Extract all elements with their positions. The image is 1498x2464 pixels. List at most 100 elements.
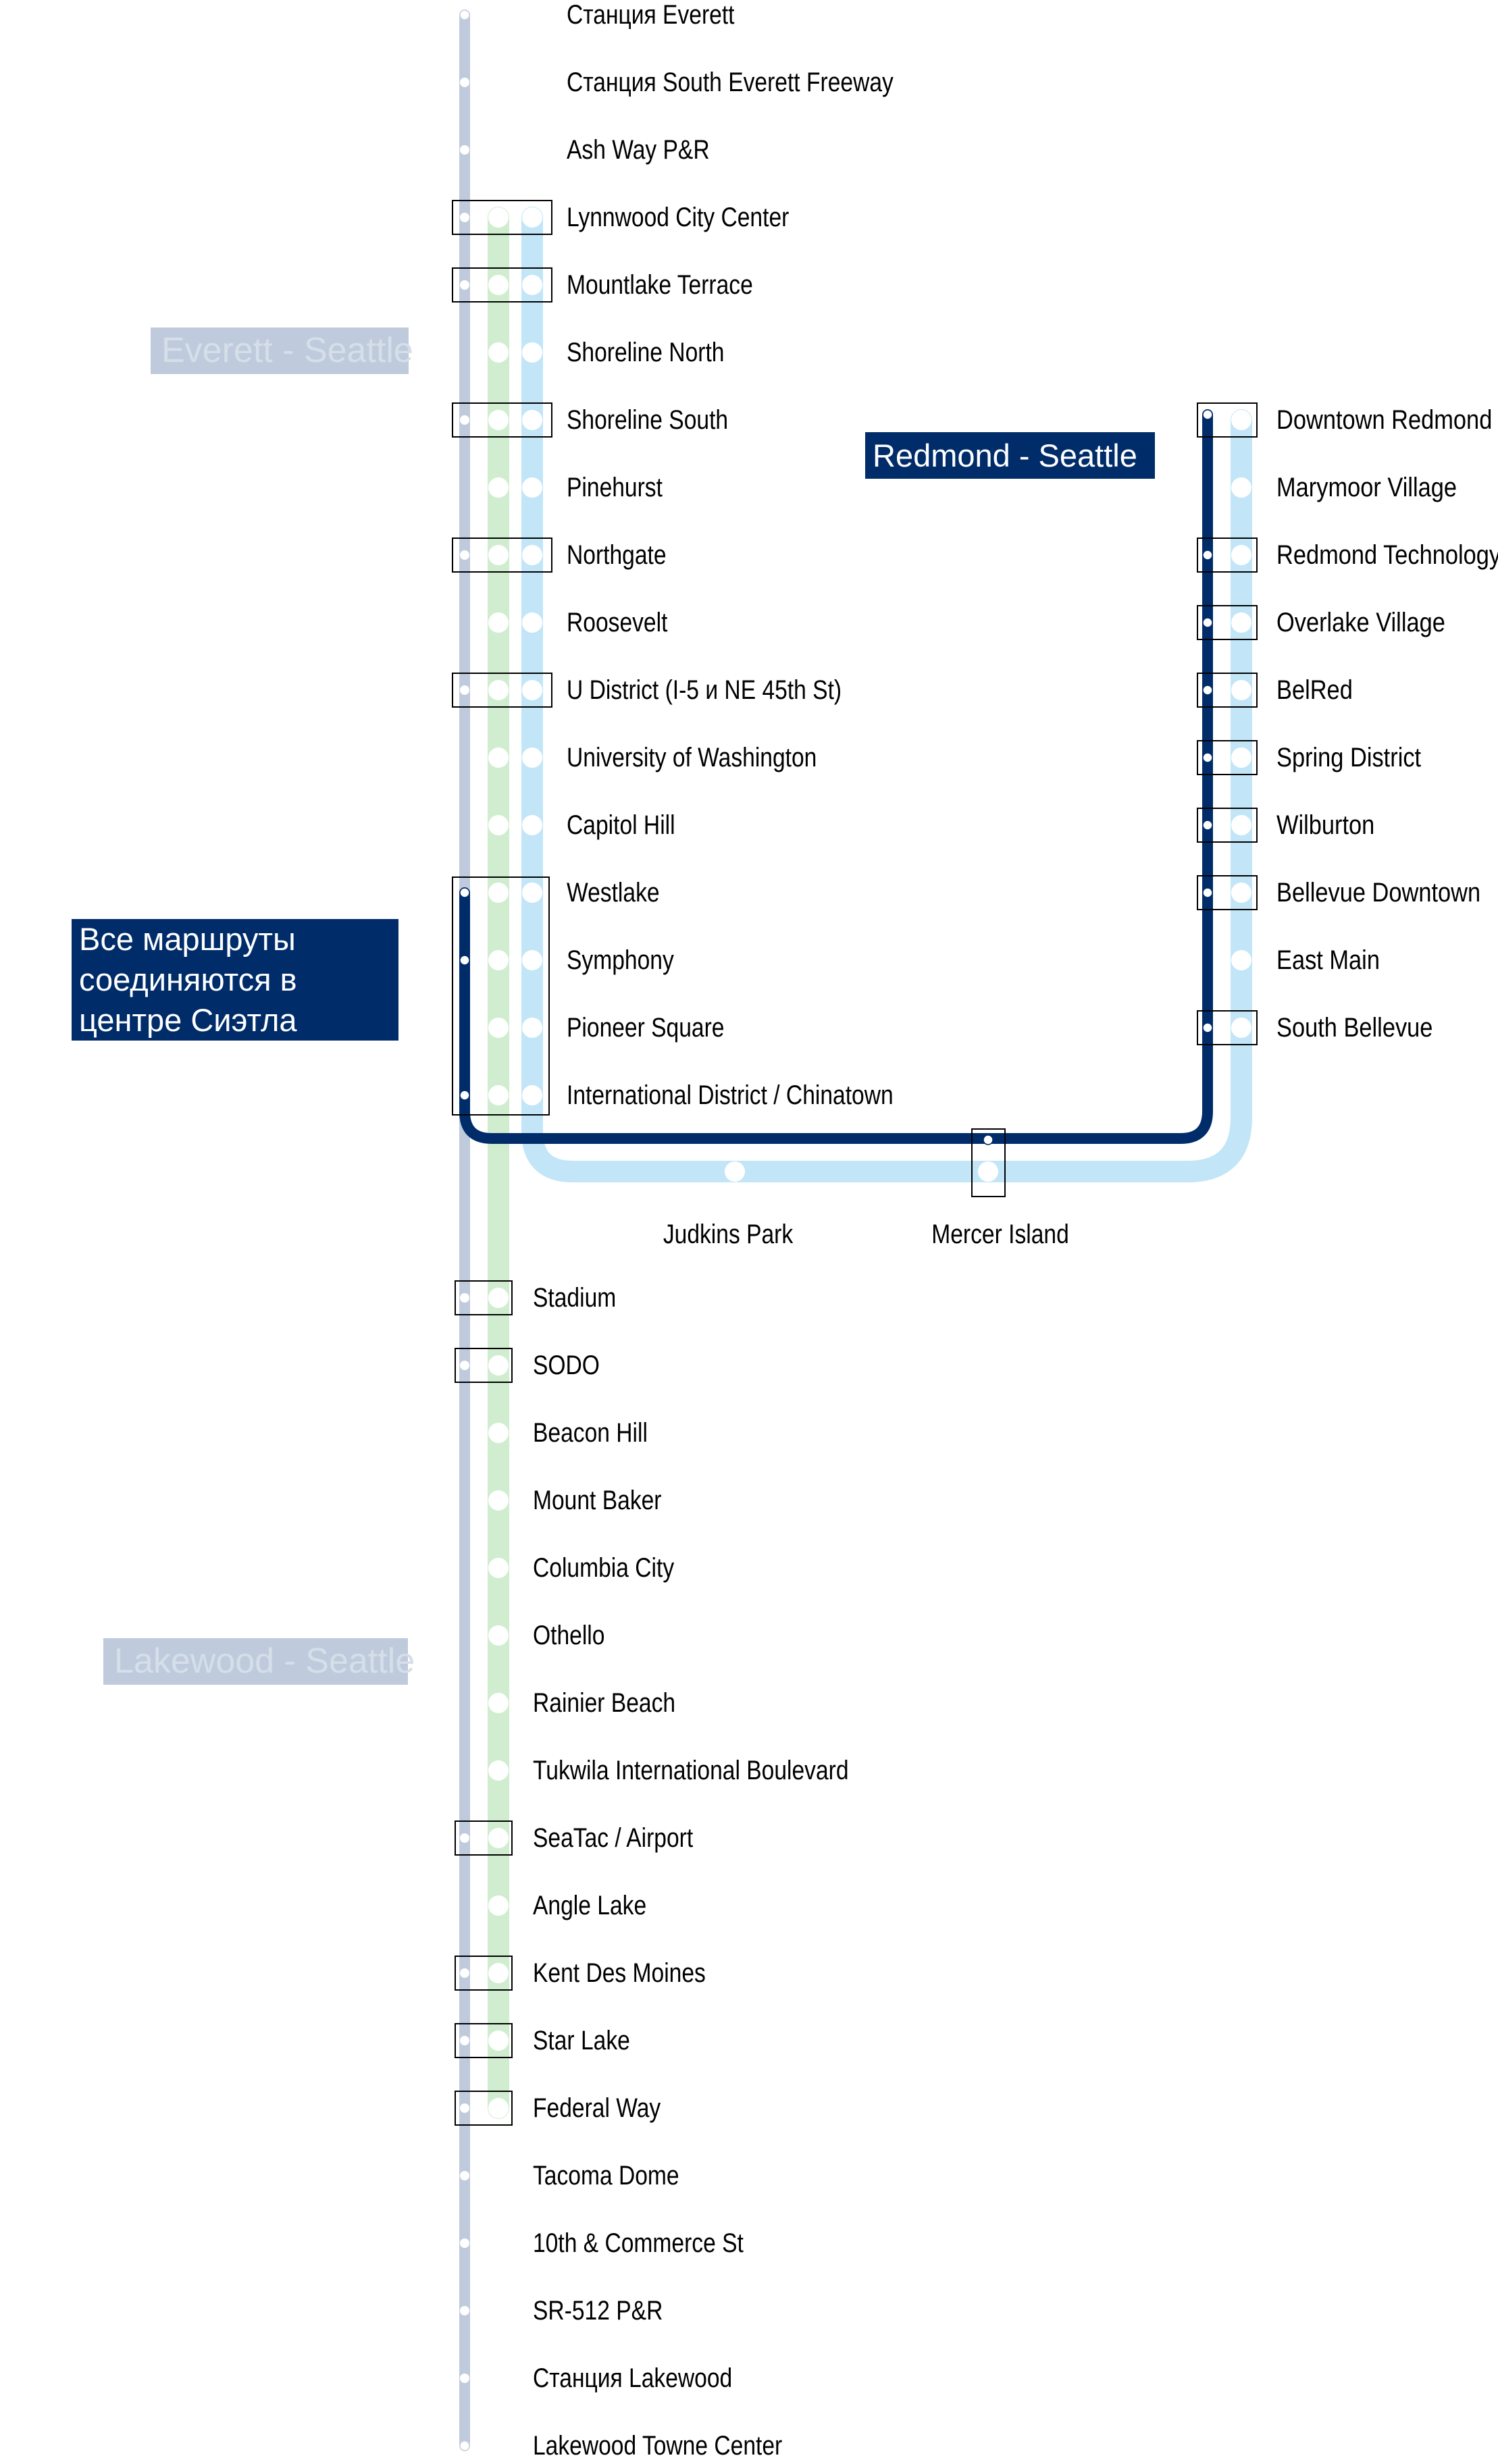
station-dot-blue-downtown-redmond xyxy=(1231,410,1251,430)
station-dot-grey-kent-des-moines xyxy=(460,1968,469,1978)
interchange-box-northgate xyxy=(452,538,552,573)
downtown-note-line-1: Все маршруты xyxy=(79,921,296,957)
station-dot-blue-pinehurst xyxy=(522,477,542,498)
station-dot-blue-symphony xyxy=(522,950,542,970)
station-dot-green-seatac-airport xyxy=(488,1828,509,1848)
station-label-pioneer-square: Pioneer Square xyxy=(567,1013,725,1043)
station-dot-green-university-of-washington xyxy=(488,748,509,768)
station-dot-blue-mountlake-terrace xyxy=(522,275,542,295)
interchange-box-mercer-island xyxy=(971,1128,1006,1197)
station-label-u-district-i-5-и-ne-45th-st: U District (I-5 и NE 45th St) xyxy=(567,675,842,705)
interchange-boxes xyxy=(452,200,1258,2126)
station-label-symphony: Symphony xyxy=(567,945,674,975)
station-dot-green-tukwila-international-boulevard xyxy=(488,1760,509,1781)
station-dot-blue-lynnwood-city-center xyxy=(522,207,542,228)
interchange-box-shoreline-south xyxy=(452,402,552,438)
station-dot-grey-станция-lakewood xyxy=(460,2374,469,2383)
interchange-box-u-district-i-5-и-ne-45th-st xyxy=(452,673,552,708)
station-dot-green-columbia-city xyxy=(488,1558,509,1578)
station-dot-blue-shoreline-north xyxy=(522,342,542,363)
station-label-lakewood-towne-center: Lakewood Towne Center xyxy=(533,2431,783,2461)
interchange-box-downtown-redmond xyxy=(1197,402,1258,438)
station-dot-navy-belred xyxy=(1202,685,1213,696)
station-dot-green-u-district-i-5-и-ne-45th-st xyxy=(488,680,509,700)
station-label-shoreline-north: Shoreline North xyxy=(567,338,725,367)
station-label-shoreline-south: Shoreline South xyxy=(567,405,729,435)
interchange-box-stadium xyxy=(455,1280,513,1315)
station-label-lynnwood-city-center: Lynnwood City Center xyxy=(567,203,790,232)
interchange-box-overlake-village xyxy=(1197,605,1258,640)
station-dot-grey-mountlake-terrace xyxy=(460,280,469,290)
route-lines xyxy=(459,9,1252,2451)
station-dot-blue-redmond-technology xyxy=(1231,545,1251,565)
station-dot-green-mount-baker xyxy=(488,1490,509,1511)
station-label-federal-way: Federal Way xyxy=(533,2093,661,2123)
station-dot-navy-westlake xyxy=(459,887,470,898)
route-label-lakewood-seattle: Lakewood - Seattle xyxy=(103,1638,415,1685)
station-dot-green-federal-way xyxy=(488,2098,509,2118)
station-dot-blue-bellevue-downtown xyxy=(1231,883,1251,903)
station-dot-blue-u-district-i-5-и-ne-45th-st xyxy=(522,680,542,700)
interchange-box-wilburton xyxy=(1197,808,1258,843)
station-label-university-of-washington: University of Washington xyxy=(567,743,817,772)
interchange-box-redmond-technology xyxy=(1197,538,1258,573)
interchange-box-spring-district xyxy=(1197,740,1258,775)
station-dot-grey-lakewood-towne-center xyxy=(459,2440,470,2451)
station-label-beacon-hill: Beacon Hill xyxy=(533,1418,648,1448)
station-label-mountlake-terrace: Mountlake Terrace xyxy=(567,270,753,300)
station-label-10th-commerce-st: 10th & Commerce St xyxy=(533,2228,744,2258)
station-dot-grey-lynnwood-city-center xyxy=(460,213,469,222)
station-label-belred: BelRed xyxy=(1276,675,1353,705)
station-label-angle-lake: Angle Lake xyxy=(533,1891,647,1920)
downtown-note-line-3: центре Сиэтла xyxy=(79,1002,297,1038)
station-dot-blue-wilburton xyxy=(1231,815,1251,835)
station-dot-green-othello xyxy=(488,1625,509,1646)
station-dot-green-westlake xyxy=(488,883,509,903)
station-label-redmond-technology: Redmond Technology xyxy=(1276,540,1498,570)
station-dot-green-stadium xyxy=(488,1288,509,1308)
station-dot-blue-spring-district xyxy=(1231,748,1251,768)
station-dot-green-beacon-hill xyxy=(488,1423,509,1443)
station-dot-navy-bellevue-downtown xyxy=(1202,887,1213,898)
station-dot-navy-symphony xyxy=(459,955,470,966)
station-dot-blue-shoreline-south xyxy=(522,410,542,430)
interchange-box-kent-des-moines xyxy=(455,1956,513,1991)
station-label-kent-des-moines: Kent Des Moines xyxy=(533,1958,706,1988)
station-dot-grey-станция-south-everett-freeway xyxy=(460,78,469,87)
station-dot-grey-shoreline-south xyxy=(460,415,469,425)
station-label-overlake-village: Overlake Village xyxy=(1276,608,1445,637)
station-label-seatac-airport: SeaTac / Airport xyxy=(533,1823,694,1853)
station-dot-green-lynnwood-city-center xyxy=(488,207,509,228)
station-label-wilburton: Wilburton xyxy=(1276,810,1375,840)
route-label-redmond-seattle: Redmond - Seattle xyxy=(865,432,1155,479)
station-label-international-district-chinatown: International District / Chinatown xyxy=(567,1080,894,1110)
station-dot-green-symphony xyxy=(488,950,509,970)
route-label-downtown-note: Все маршруты соединяются в центре Сиэтла xyxy=(72,919,398,1041)
station-dot-grey-stadium xyxy=(460,1293,469,1303)
station-label-sodo: SODO xyxy=(533,1351,600,1380)
station-dot-grey-star-lake xyxy=(460,2036,469,2045)
interchange-box-bellevue-downtown xyxy=(1197,875,1258,910)
station-label-south-bellevue: South Bellevue xyxy=(1276,1013,1433,1043)
station-label-othello: Othello xyxy=(533,1621,605,1650)
station-dot-green-roosevelt xyxy=(488,612,509,633)
station-dot-green-star-lake xyxy=(488,2030,509,2051)
station-dot-green-pinehurst xyxy=(488,477,509,498)
station-label-станция-south-everett-freeway: Станция South Everett Freeway xyxy=(567,68,894,97)
station-label-ash-way-p-r: Ash Way P&R xyxy=(567,135,710,165)
station-dot-grey-tacoma-dome xyxy=(460,2171,469,2180)
interchange-box-downtown-seattle xyxy=(452,876,550,1116)
station-label-bellevue-downtown: Bellevue Downtown xyxy=(1276,878,1481,908)
interchange-box-federal-way xyxy=(455,2091,513,2126)
station-dot-blue-westlake xyxy=(522,883,542,903)
station-dot-grey-federal-way xyxy=(460,2103,469,2113)
interchange-box-mountlake-terrace xyxy=(452,267,552,303)
station-label-marymoor-village: Marymoor Village xyxy=(1276,473,1457,502)
station-dot-navy-overlake-village xyxy=(1202,617,1213,628)
station-dot-grey-ash-way-p-r xyxy=(460,145,469,155)
station-dot-blue-judkins-park xyxy=(725,1161,745,1182)
station-dot-grey-northgate xyxy=(460,550,469,560)
interchange-box-star-lake xyxy=(455,2023,513,2058)
downtown-note-line-2: соединяются в xyxy=(79,962,297,997)
